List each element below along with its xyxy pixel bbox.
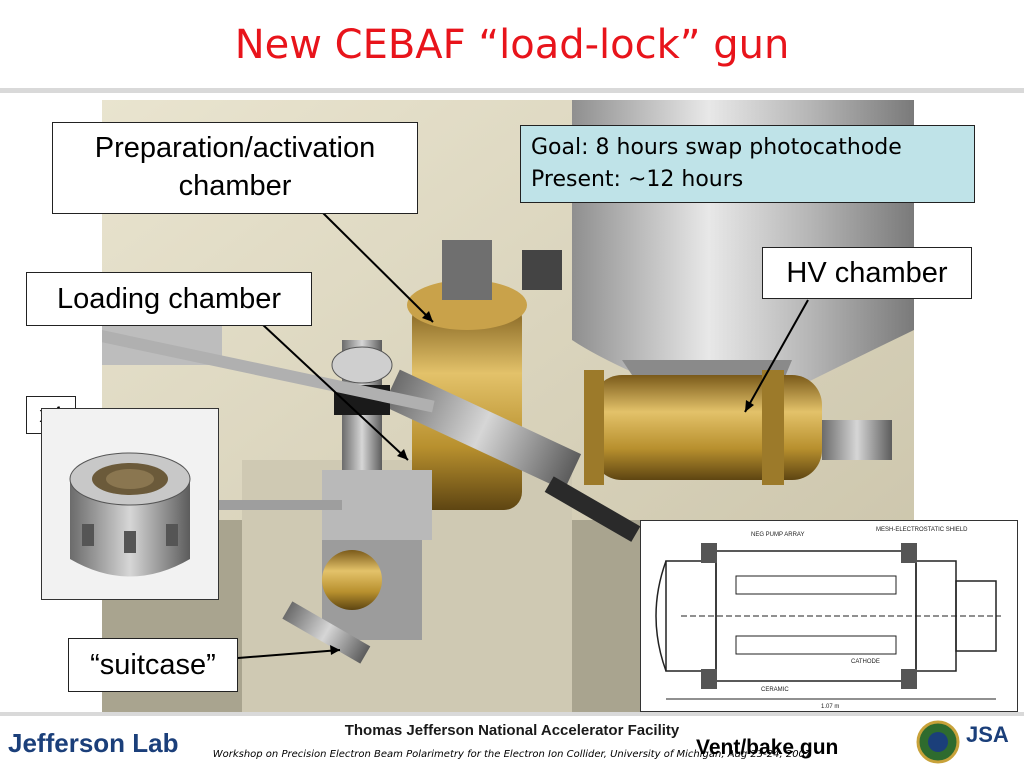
jefferson-lab-logo: Jefferson Lab bbox=[8, 728, 179, 758]
cathode-label: CATHODE bbox=[851, 659, 880, 665]
prep-chamber-callout: Preparation/activation chamber bbox=[52, 122, 418, 214]
ceramic-label: CERAMIC bbox=[761, 687, 789, 693]
jsa-logo: JSA bbox=[966, 722, 1009, 747]
footer-divider bbox=[0, 712, 1024, 716]
gun-schematic: NEG PUMP ARRAY MESH-ELECTROSTATIC SHIELD… bbox=[640, 520, 1018, 712]
gun-schematic-drawing: NEG PUMP ARRAY MESH-ELECTROSTATIC SHIELD… bbox=[641, 521, 1017, 711]
loading-chamber-label: Loading chamber bbox=[56, 283, 282, 315]
suitcase-pointer bbox=[237, 649, 341, 659]
slide-title: New CEBAF “load-lock” gun bbox=[234, 22, 790, 68]
title-divider bbox=[0, 88, 1024, 93]
vent-bake-label: Vent/bake gun bbox=[696, 736, 839, 759]
goal-line: Goal: 8 hours swap photocathode bbox=[531, 135, 902, 160]
facility-name: Thomas Jefferson National Accelerator Fa… bbox=[344, 722, 680, 739]
goal-box: Goal: 8 hours swap photocathode Present:… bbox=[520, 125, 975, 203]
prep-pointer bbox=[321, 211, 434, 323]
suitcase-label: “suitcase” bbox=[90, 649, 216, 681]
loading-chamber-callout: Loading chamber bbox=[26, 272, 312, 326]
hv-pointer bbox=[744, 299, 809, 413]
hv-chamber-callout: HV chamber bbox=[762, 247, 972, 299]
workshop-citation: Workshop on Precision Electron Beam Pola… bbox=[212, 749, 812, 760]
length-label: 1.07 m bbox=[821, 704, 839, 710]
puck-photo bbox=[41, 408, 219, 600]
puck-drawing bbox=[42, 409, 218, 599]
loading-pointer bbox=[261, 323, 409, 461]
suitcase-callout: “suitcase” bbox=[68, 638, 238, 692]
prep-chamber-label: Preparation/activation chamber bbox=[94, 132, 376, 202]
hv-chamber-label: HV chamber bbox=[786, 257, 948, 289]
doe-seal-icon bbox=[916, 720, 960, 764]
mesh-label: MESH-ELECTROSTATIC SHIELD bbox=[876, 527, 968, 533]
present-line: Present: ~12 hours bbox=[531, 167, 744, 192]
neg-pump-label: NEG PUMP ARRAY bbox=[751, 532, 804, 538]
